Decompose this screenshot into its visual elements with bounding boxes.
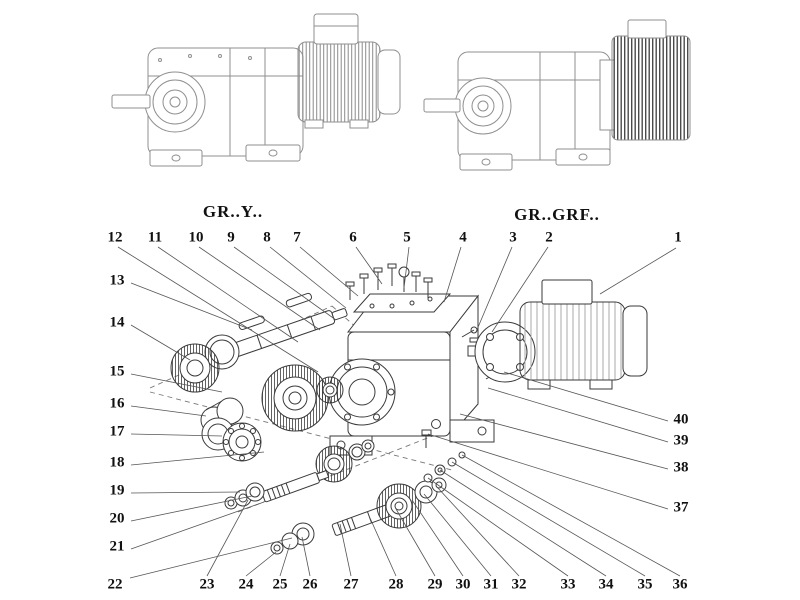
part-number-5: 5 bbox=[403, 229, 411, 246]
part-number-3: 3 bbox=[509, 229, 517, 246]
part-number-4: 4 bbox=[459, 229, 467, 246]
part-motor bbox=[467, 279, 648, 390]
part-number-29: 29 bbox=[427, 576, 443, 593]
terminal-box bbox=[313, 13, 359, 45]
part-number-15: 15 bbox=[109, 363, 125, 380]
part-number-26: 26 bbox=[302, 576, 318, 593]
assembled-view-gr-y bbox=[111, 13, 401, 167]
part-number-12: 12 bbox=[107, 229, 123, 246]
part-number-11: 11 bbox=[147, 229, 163, 246]
shaft-key bbox=[285, 292, 313, 308]
exploded-view bbox=[149, 263, 648, 555]
part-small-pinion bbox=[316, 376, 344, 404]
part-shaft-washers bbox=[224, 482, 265, 510]
variant-label-gr-grf: GR..GRF.. bbox=[514, 205, 600, 224]
shaft-key bbox=[238, 315, 265, 330]
part-number-19: 19 bbox=[109, 482, 125, 499]
part-number-13: 13 bbox=[109, 272, 125, 289]
part-number-20: 20 bbox=[109, 510, 125, 527]
part-number-8: 8 bbox=[263, 229, 271, 246]
variant-label-gr-y: GR..Y.. bbox=[202, 202, 264, 221]
part-number-33: 33 bbox=[560, 576, 576, 593]
leader-lines bbox=[117, 246, 681, 579]
part-large-gear bbox=[261, 364, 329, 432]
eye-bolt bbox=[398, 266, 410, 278]
part-number-16: 16 bbox=[109, 395, 125, 412]
part-number-34: 34 bbox=[598, 576, 614, 593]
output-shaft bbox=[423, 98, 461, 113]
part-output-rings bbox=[270, 477, 447, 555]
part-number-17: 17 bbox=[109, 423, 125, 440]
housing-foot bbox=[449, 419, 495, 443]
part-number-39: 39 bbox=[673, 432, 689, 449]
part-gear-housing bbox=[328, 293, 495, 456]
part-number-14: 14 bbox=[109, 314, 125, 331]
assembled-view-gr-grf bbox=[423, 19, 691, 171]
part-number-1: 1 bbox=[674, 229, 682, 246]
output-shaft bbox=[111, 94, 151, 109]
part-toothed-ring bbox=[170, 343, 220, 393]
brake-cap bbox=[627, 19, 667, 39]
part-number-36: 36 bbox=[672, 576, 688, 593]
part-number-35: 35 bbox=[637, 576, 653, 593]
part-number-27: 27 bbox=[343, 576, 359, 593]
part-number-2: 2 bbox=[545, 229, 553, 246]
part-number-24: 24 bbox=[238, 576, 254, 593]
brake-unit bbox=[611, 35, 691, 141]
part-number-9: 9 bbox=[227, 229, 235, 246]
part-number-37: 37 bbox=[673, 499, 689, 516]
part-number-31: 31 bbox=[483, 576, 499, 593]
part-number-38: 38 bbox=[673, 459, 689, 476]
part-number-40: 40 bbox=[673, 411, 689, 428]
part-number-25: 25 bbox=[272, 576, 288, 593]
fan-cover bbox=[622, 305, 648, 377]
part-number-7: 7 bbox=[293, 229, 301, 246]
part-number-6: 6 bbox=[349, 229, 357, 246]
part-number-23: 23 bbox=[199, 576, 215, 593]
drain-plug bbox=[431, 419, 441, 429]
part-number-32: 32 bbox=[511, 576, 527, 593]
part-cover-bolts bbox=[345, 263, 433, 300]
part-number-30: 30 bbox=[455, 576, 471, 593]
motor-body bbox=[297, 41, 381, 123]
part-ball-bearing bbox=[222, 422, 262, 462]
part-number-22: 22 bbox=[107, 576, 123, 593]
motor-body bbox=[519, 301, 626, 381]
part-number-10: 10 bbox=[188, 229, 204, 246]
part-number-18: 18 bbox=[109, 454, 125, 471]
part-output-gear bbox=[376, 483, 422, 529]
part-intermediate-shaft bbox=[261, 469, 330, 503]
inspection-cover bbox=[352, 293, 452, 313]
terminal-box bbox=[541, 279, 593, 305]
part-number-28: 28 bbox=[388, 576, 404, 593]
fan-cover bbox=[377, 49, 401, 115]
part-number-21: 21 bbox=[109, 538, 125, 555]
